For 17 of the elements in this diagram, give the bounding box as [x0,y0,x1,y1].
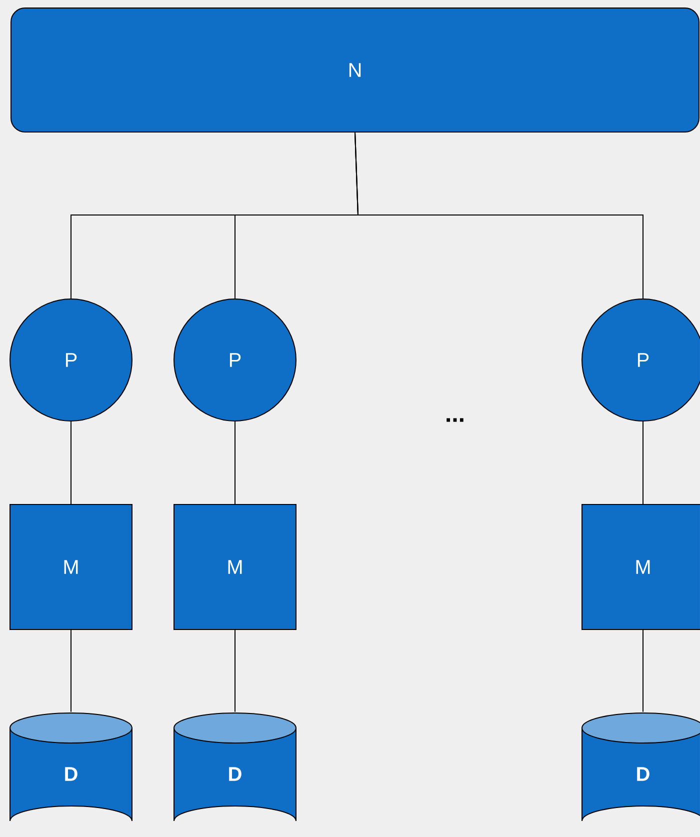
square-box: M [10,504,132,630]
connector-line [642,421,644,504]
connector-line [354,132,644,299]
connector-line [234,421,236,504]
connector-line [234,630,236,712]
circle-node: P [10,298,132,422]
cylinder: D [582,712,700,822]
cylinder: D [174,712,296,822]
connector-line [70,421,72,504]
cylinder: D [10,712,132,822]
connector-line [642,630,644,712]
ellipsis: ... [446,418,464,422]
process-box: N [10,8,700,132]
circle-node: P [582,298,700,422]
square-box: M [174,504,296,630]
connector-line [70,630,72,712]
circle-node: P [174,298,296,422]
